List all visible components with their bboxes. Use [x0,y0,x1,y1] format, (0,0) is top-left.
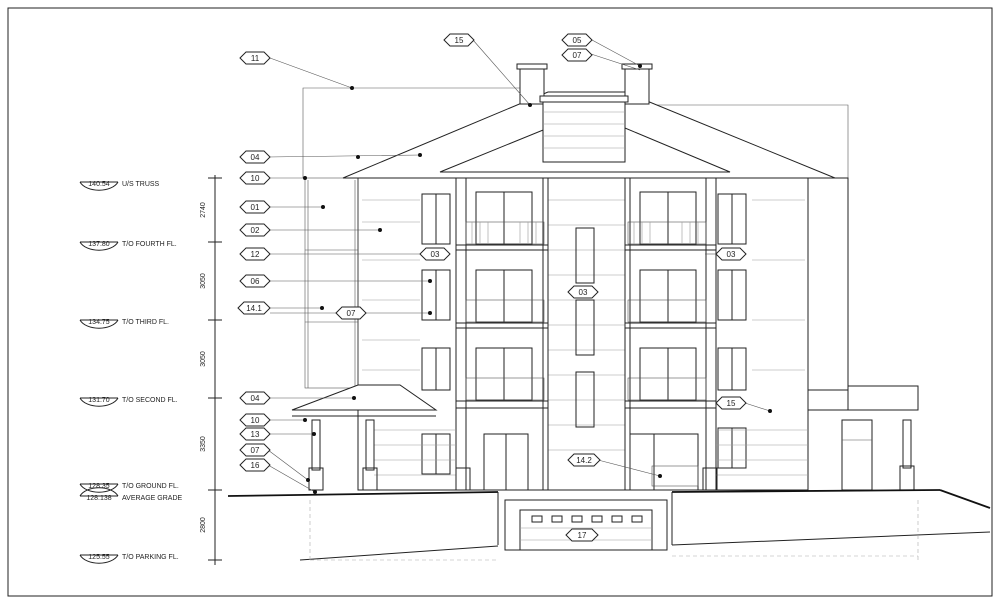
keynote-tag: 13 [239,427,271,441]
svg-text:03: 03 [579,288,588,297]
svg-text:04: 04 [251,153,260,162]
level-label: T/O FOURTH FL. [122,241,177,248]
level-value: 137.80 [88,241,110,248]
level-marker-average-grade: 128.138 AVERAGE GRADE [79,487,182,502]
keynote-tag: 17 [565,528,599,542]
level-label: T/O GROUND FL. [122,483,179,490]
central-chimney [542,99,626,163]
porch-roof-left [291,384,438,411]
level-marker-ground: 128.35 T/O GROUND FL. [79,483,179,493]
level-label: T/O PARKING FL. [122,554,179,561]
level-marker-truss: 140.54 U/S TRUSS [79,181,160,191]
keynote-tag: 02 [239,223,271,237]
svg-text:07: 07 [347,309,356,318]
level-datums: 140.54 U/S TRUSS 137.80 T/O FOURTH FL. 1… [79,181,182,564]
svg-text:07: 07 [573,51,582,60]
level-marker-third: 134.75 T/O THIRD FL. [79,319,169,329]
leader-dots [303,64,772,494]
level-label: T/O THIRD FL. [122,319,169,326]
brick-tower [547,177,626,491]
svg-text:14.2: 14.2 [576,456,592,465]
balcony-right-column [627,191,707,491]
svg-text:05: 05 [573,36,582,45]
svg-text:03: 03 [431,250,440,259]
svg-text:15: 15 [727,399,736,408]
keynote-tag: 03 [567,285,599,299]
svg-text:10: 10 [251,174,260,183]
svg-text:14.1: 14.1 [246,304,262,313]
level-value: 131.70 [88,397,110,404]
keynote-tag: 03 [715,247,747,261]
dimension-value: 3050 [200,351,207,367]
svg-text:13: 13 [251,430,260,439]
dimension-value: 2740 [200,202,207,218]
svg-text:04: 04 [251,394,260,403]
keynote-tag: 16 [239,458,271,472]
level-marker-fourth: 137.80 T/O FOURTH FL. [79,241,177,251]
keynote-tag: 07 [239,443,271,457]
svg-text:12: 12 [251,250,260,259]
svg-text:06: 06 [251,277,260,286]
dimension-value: 2800 [200,517,207,533]
level-value: 128.138 [86,495,111,502]
balcony-left-column [465,191,545,491]
side-windows [421,193,747,475]
svg-text:01: 01 [251,203,260,212]
level-label: T/O SECOND FL. [122,397,178,404]
level-label: U/S TRUSS [122,181,160,188]
keynote-tag: 04 [239,391,271,405]
level-value: 140.54 [88,181,110,188]
level-value: 128.35 [88,483,110,490]
svg-text:02: 02 [251,226,260,235]
level-value: 134.75 [88,319,110,326]
keynote-tag: 12 [239,247,271,261]
keynote-tag: 04 [239,150,271,164]
level-label: AVERAGE GRADE [122,495,182,502]
sheet-border [7,7,993,597]
level-marker-parking: 125.55 T/O PARKING FL. [79,554,179,564]
svg-text:17: 17 [578,531,587,540]
garage-door [519,509,653,551]
svg-text:15: 15 [455,36,464,45]
keynote-tag: 15 [443,33,475,47]
chimney-right [624,67,650,105]
keynote-tag: 03 [419,247,451,261]
level-value: 125.55 [88,554,110,561]
keynote-tag: 10 [239,413,271,427]
keynote-tag: 10 [239,171,271,185]
svg-text:10: 10 [251,416,260,425]
leader-lines [267,39,771,493]
building-elevation [227,63,991,561]
keynote-tag: 07 [561,48,593,62]
level-marker-second: 131.70 T/O SECOND FL. [79,397,178,407]
keynote-tag: 07 [335,306,367,320]
keynote-tags: 11 15 05 07 04 10 01 02 12 03 06 14.1 07… [237,33,747,542]
porch-roof-right [847,385,919,411]
keynote-tag: 11 [239,51,271,65]
keynote-tag: 06 [239,274,271,288]
keynote-tag: 01 [239,200,271,214]
keynote-tag: 15 [715,396,747,410]
parking-entry [504,499,668,551]
svg-text:11: 11 [251,54,260,63]
keynote-tag: 14.2 [567,453,601,467]
dimension-value: 3050 [200,273,207,289]
svg-text:16: 16 [251,461,260,470]
svg-text:07: 07 [251,446,260,455]
keynote-tag: 05 [561,33,593,47]
dimension-string: 2740 3050 3050 3350 2800 [200,175,222,565]
dimension-value: 3350 [200,436,207,452]
svg-text:03: 03 [727,250,736,259]
keynote-tag: 14.1 [237,301,271,315]
